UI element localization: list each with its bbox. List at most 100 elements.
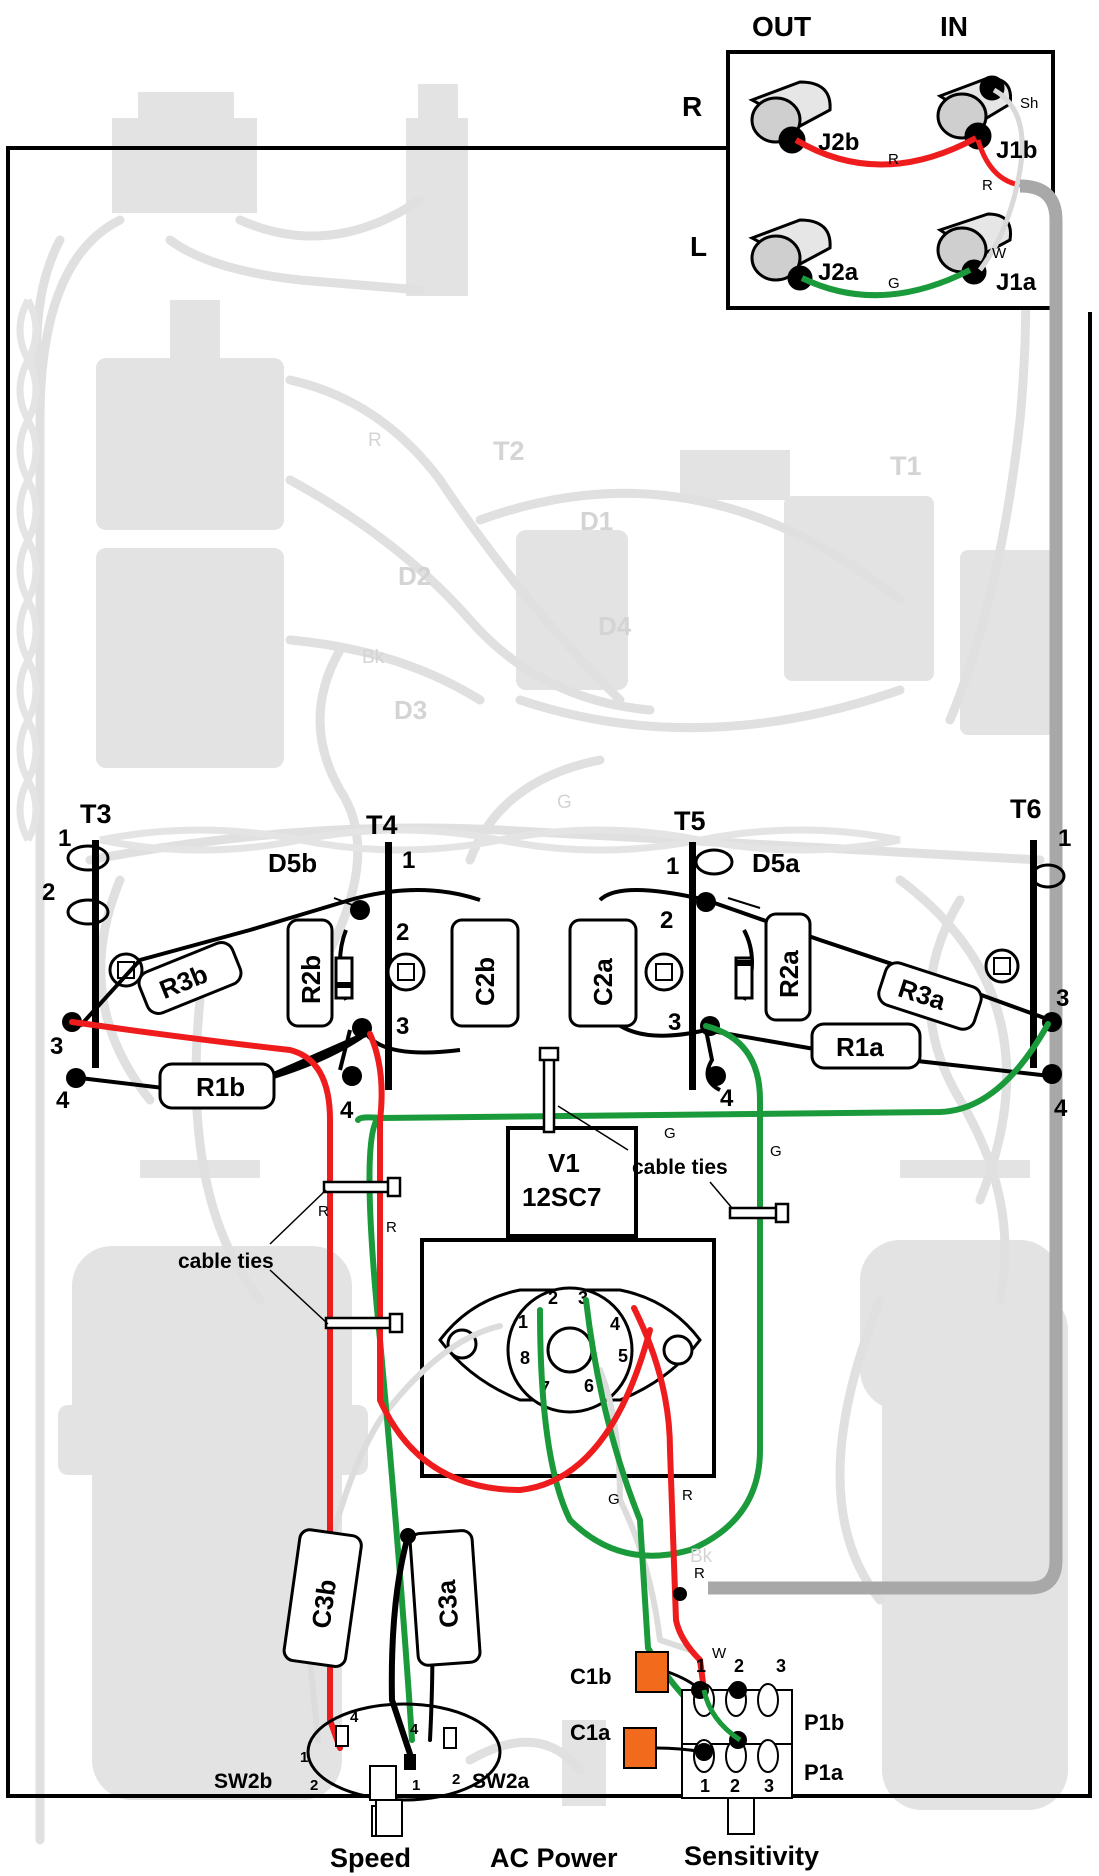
shielded-cable	[708, 179, 1063, 1595]
label-t5-4: 4	[720, 1085, 734, 1112]
tube-pin-8: 8	[520, 1348, 530, 1368]
label-wire-g-b: G	[770, 1143, 782, 1160]
label-wire-g-a: G	[664, 1125, 676, 1142]
label-wire-r1: R	[888, 151, 899, 168]
label-c1a: C1a	[570, 1720, 611, 1745]
label-sw2a: SW2a	[472, 1770, 530, 1793]
label-sw2b: SW2b	[214, 1770, 272, 1793]
label-t5-1: 1	[666, 853, 679, 880]
label-c3a: C3a	[431, 1579, 464, 1629]
label-t3-1: 1	[58, 825, 71, 852]
rca-jack-j2b	[748, 80, 832, 154]
label-r2a: R2a	[774, 950, 804, 998]
label-t6-3: 3	[1056, 985, 1069, 1012]
tube-pin-5: 5	[618, 1346, 628, 1366]
cable-tie-leaders	[269, 1105, 733, 1325]
label-t3-3: 3	[50, 1033, 63, 1060]
chassis-outline	[6, 146, 1092, 1798]
label-sw2a-2: 2	[452, 1771, 460, 1788]
wire-j1b-red	[975, 139, 1021, 188]
label-v1: V1	[548, 1148, 580, 1178]
tube-pin-4: 4	[610, 1314, 620, 1334]
label-t4-1: 1	[402, 847, 415, 874]
label-cable-ties-1: cable ties	[178, 1250, 274, 1273]
label-p1a-1: 1	[700, 1776, 710, 1796]
label-c2a: C2a	[588, 958, 618, 1006]
tube-pin-3: 3	[578, 1288, 588, 1308]
label-left: L	[690, 231, 707, 262]
label-t4-2: 2	[396, 919, 409, 946]
rca-jack-j1b	[936, 75, 1013, 150]
label-wire-r2: R	[982, 177, 993, 194]
label-wire-r-a: R	[318, 1203, 329, 1220]
bg-label-t2: T2	[493, 436, 525, 466]
label-t5: T5	[674, 806, 706, 836]
label-t3: T3	[80, 799, 112, 829]
label-wire-w: W	[712, 1645, 727, 1662]
tube-pin-2: 2	[548, 1288, 558, 1308]
label-t5-2: 2	[660, 907, 673, 934]
bg-label-t1: T1	[890, 451, 922, 481]
bg-label-d2: D2	[398, 561, 431, 591]
bg-label-d4: D4	[598, 611, 632, 641]
tube-pin-1: 1	[518, 1312, 528, 1332]
label-p1b-2: 2	[734, 1656, 744, 1676]
label-wire-g: G	[888, 275, 900, 292]
sensitivity-assembly: C1b C1a P1b P1a 1 2 3 1 2 3	[570, 1587, 844, 1835]
label-c3b: C3b	[306, 1577, 343, 1630]
wire-j2b-j1b	[794, 135, 978, 168]
label-sw2b-2: 2	[310, 1777, 318, 1794]
label-wire-r-b: R	[386, 1219, 397, 1236]
label-r1b: R1b	[196, 1072, 245, 1102]
label-j2a: J2a	[818, 259, 859, 286]
label-d5a: D5a	[752, 848, 800, 878]
label-t6: T6	[1010, 794, 1042, 824]
terminal-strip-t5: T5 1 2 3 4	[644, 806, 734, 1112]
label-t4: T4	[366, 810, 398, 840]
right-channel-components: D5a C2a R2a R3a R1a	[568, 848, 1062, 1092]
label-tube-type: 12SC7	[522, 1182, 602, 1212]
left-channel-components: D5b R3b R2b C2b R1b	[62, 848, 520, 1110]
label-p1b-1: 1	[696, 1656, 706, 1676]
label-speed: Speed	[330, 1843, 411, 1873]
wire-j1b-shield	[977, 87, 1025, 272]
label-shield: Sh	[1020, 95, 1038, 112]
label-out: OUT	[752, 11, 811, 42]
tube-pin-6: 6	[584, 1376, 594, 1396]
wire-j2a-j1a	[800, 267, 972, 299]
bg-label-r: R	[368, 430, 382, 451]
label-c2b: C2b	[470, 957, 500, 1006]
cable-ties	[322, 1046, 790, 1334]
background-twisted-wires	[16, 298, 901, 854]
bg-label-bk: Bk	[362, 647, 385, 668]
label-wire-r-d: R	[694, 1565, 705, 1582]
label-sensitivity: Sensitivity	[684, 1841, 819, 1871]
label-p1a: P1a	[804, 1760, 844, 1785]
wire-annotations: cable ties cable ties R R G G G R R W Bk	[178, 1125, 782, 1662]
terminal-strip-t6: T6 1 3 4	[984, 794, 1071, 1122]
label-t6-1: 1	[1058, 825, 1071, 852]
label-t3-4: 4	[56, 1087, 70, 1114]
label-c1b: C1b	[570, 1664, 612, 1689]
label-sw2b-1: 1	[300, 1749, 308, 1766]
label-sw2a-4: 4	[410, 1721, 419, 1738]
bg-label-g: G	[557, 792, 572, 813]
label-wire-g-c: G	[608, 1491, 620, 1508]
label-d5b: D5b	[268, 848, 317, 878]
label-sw2a-1: 1	[412, 1777, 420, 1794]
tube-v1: V1 12SC7 1 2 3 4 5 6 7 8	[420, 1126, 716, 1478]
label-j2b: J2b	[818, 129, 859, 156]
label-p1b-3: 3	[776, 1656, 786, 1676]
front-panel-controls: Speed AC Power Sensitivity	[330, 1799, 819, 1873]
label-sw2b-4: 4	[350, 1709, 359, 1726]
background-components	[58, 84, 1068, 1810]
label-in: IN	[940, 11, 968, 42]
label-r1a: R1a	[836, 1032, 884, 1062]
label-j1b: J1b	[996, 137, 1037, 164]
terminal-strip-t4: T4 1 2 3 4	[340, 810, 426, 1124]
label-r2b: R2b	[296, 955, 326, 1004]
label-ac-power: AC Power	[490, 1843, 618, 1873]
label-wire-r-c: R	[682, 1487, 693, 1504]
label-p1a-2: 2	[730, 1776, 740, 1796]
